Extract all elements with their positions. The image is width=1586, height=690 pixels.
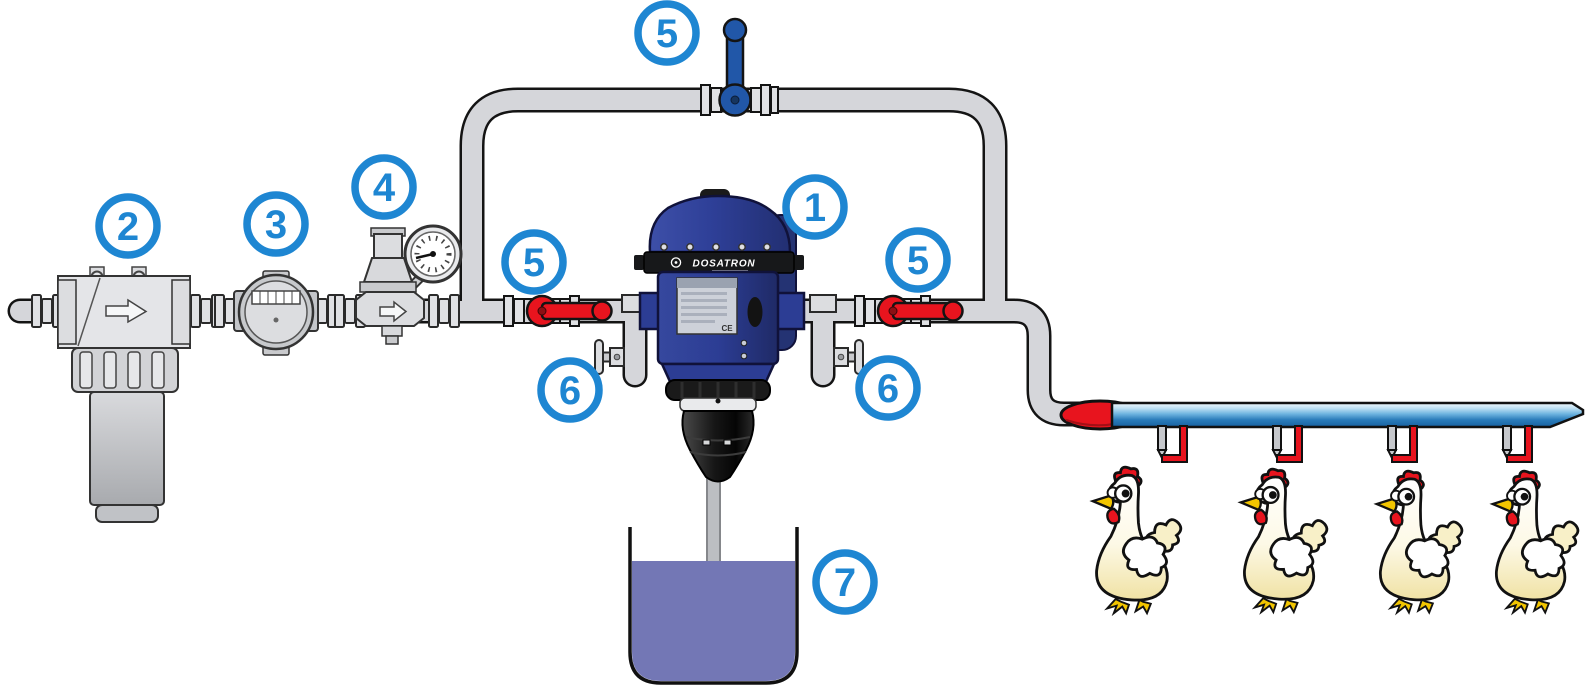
- callout-number: 5: [656, 12, 678, 56]
- pipe-network: [7, 87, 1111, 427]
- dosing-pump: DOSATRON CE: [634, 189, 806, 483]
- pressure-gauge: [403, 224, 463, 284]
- pump-toggle: [747, 297, 763, 327]
- callout-number: 7: [834, 561, 856, 605]
- callout-5-left: 5: [501, 229, 567, 295]
- callout-number: 6: [877, 367, 899, 411]
- callout-6-right: 6: [855, 355, 921, 421]
- callout-5-top: 5: [634, 0, 700, 66]
- callout-number: 1: [804, 186, 826, 230]
- tank-liquid: [632, 561, 795, 681]
- callout-4: 4: [351, 154, 417, 220]
- callout-1: 1: [782, 174, 848, 240]
- suction-tube: [706, 476, 721, 564]
- callout-number: 5: [523, 241, 545, 285]
- drinking-line: [1059, 399, 1585, 463]
- callout-number: 3: [265, 203, 287, 247]
- callout-number: 4: [373, 166, 396, 210]
- callout-2: 2: [95, 193, 161, 259]
- dosing-sleeve: [681, 410, 755, 483]
- main-pipe: [10, 301, 1108, 424]
- brand-label: DOSATRON: [693, 259, 756, 270]
- callout-number: 6: [559, 369, 581, 413]
- concentrate-tank: [628, 527, 799, 685]
- callout-6-left: 6: [537, 357, 603, 423]
- pipe-union: [428, 294, 460, 328]
- pressure-regulator: [355, 224, 463, 345]
- callout-number: 5: [907, 239, 929, 283]
- flow-arrow-icon: [105, 298, 148, 324]
- callout-5-right: 5: [885, 227, 951, 293]
- water-meter: [233, 270, 319, 356]
- brand-logo-icon: [670, 257, 682, 268]
- flow-arrow-icon: [379, 300, 408, 323]
- pump-dome: [648, 194, 792, 254]
- callout-3: 3: [243, 191, 309, 257]
- right-tee-nut: [809, 294, 837, 313]
- ce-mark: CE: [721, 324, 733, 333]
- filter-bowl: [89, 391, 165, 506]
- callout-number: 2: [117, 205, 139, 249]
- water-tube: [1110, 401, 1585, 429]
- tank-wall: [628, 527, 799, 685]
- callout-7: 7: [812, 549, 878, 615]
- water-filter: [57, 266, 191, 523]
